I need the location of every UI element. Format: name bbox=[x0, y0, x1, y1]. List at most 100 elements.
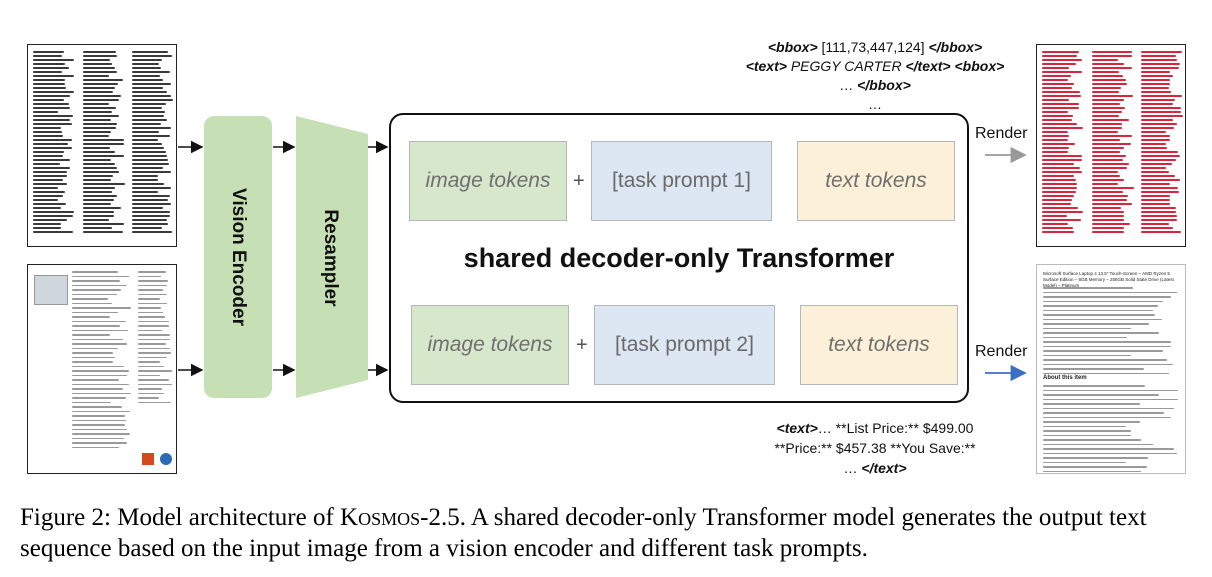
text-line bbox=[1141, 91, 1171, 93]
text-line bbox=[83, 99, 120, 101]
text-line bbox=[1092, 207, 1122, 209]
text-line bbox=[33, 95, 70, 97]
text-line bbox=[138, 383, 172, 385]
text-line bbox=[1141, 211, 1176, 213]
text-line bbox=[132, 67, 161, 69]
text-line bbox=[33, 119, 71, 121]
text-line bbox=[1141, 111, 1181, 113]
text-line bbox=[33, 231, 73, 233]
text-line bbox=[1141, 147, 1168, 149]
image-tokens-2: image tokens bbox=[411, 305, 569, 385]
text-line bbox=[132, 95, 172, 97]
text-line bbox=[1042, 51, 1080, 53]
text-line bbox=[72, 370, 129, 372]
rendered-heading: About this item bbox=[1043, 375, 1087, 381]
figure-caption: Figure 2: Model architecture of Kosmos-2… bbox=[20, 504, 1147, 562]
text-line bbox=[138, 347, 170, 349]
text-line bbox=[1092, 219, 1124, 221]
text-line bbox=[1043, 300, 1164, 302]
text-line bbox=[1092, 119, 1129, 121]
text-line bbox=[1092, 103, 1121, 105]
text-line bbox=[132, 147, 165, 149]
text-line bbox=[1042, 179, 1076, 181]
text-line bbox=[33, 75, 75, 77]
text-line bbox=[1092, 83, 1128, 85]
text-line bbox=[1141, 179, 1181, 181]
text-line bbox=[132, 111, 165, 113]
text-line bbox=[72, 302, 112, 304]
text-line bbox=[132, 227, 163, 229]
text-line bbox=[33, 115, 73, 117]
text-line bbox=[1092, 51, 1132, 53]
text-line bbox=[33, 219, 68, 221]
text-line bbox=[33, 83, 65, 85]
text-line bbox=[1092, 143, 1132, 145]
text-line bbox=[1092, 59, 1119, 61]
text-line bbox=[1092, 155, 1127, 157]
text-line bbox=[1092, 203, 1133, 205]
text-line bbox=[1092, 227, 1124, 229]
text-line bbox=[1141, 143, 1167, 145]
text-line bbox=[72, 316, 111, 318]
text-line bbox=[132, 167, 164, 169]
text-line bbox=[1042, 211, 1084, 213]
output-annotation-top: <bbox> [111,73,447,124] </bbox> <text> P… bbox=[745, 39, 1005, 112]
text-line bbox=[132, 179, 159, 181]
text-line bbox=[33, 191, 65, 193]
text-line bbox=[1043, 305, 1158, 307]
text-line bbox=[1043, 457, 1148, 459]
text-line bbox=[138, 302, 167, 304]
text-line bbox=[1092, 191, 1124, 193]
text-line bbox=[1043, 425, 1126, 427]
text-line bbox=[33, 203, 66, 205]
text-line bbox=[1141, 203, 1171, 205]
text-line bbox=[83, 151, 116, 153]
text-line bbox=[1092, 215, 1125, 217]
text-line bbox=[132, 183, 164, 185]
text-line bbox=[83, 83, 118, 85]
text-line bbox=[1043, 327, 1132, 329]
text-line bbox=[1043, 421, 1140, 423]
text-line bbox=[132, 59, 162, 61]
text-line bbox=[132, 203, 172, 205]
text-line bbox=[1092, 199, 1127, 201]
text-line bbox=[33, 151, 64, 153]
text-line bbox=[1042, 155, 1083, 157]
text-line bbox=[1092, 151, 1121, 153]
text-line bbox=[72, 424, 126, 426]
text-line bbox=[83, 91, 113, 93]
text-line bbox=[1042, 87, 1073, 89]
text-line bbox=[1042, 59, 1082, 61]
text-line bbox=[83, 87, 115, 89]
text-line bbox=[1141, 135, 1170, 137]
text-line bbox=[1043, 345, 1172, 347]
plus-sign-2: + bbox=[576, 334, 588, 356]
text-line bbox=[1042, 175, 1074, 177]
text-line bbox=[1043, 372, 1169, 374]
text-line bbox=[138, 325, 170, 327]
text-line bbox=[72, 392, 131, 394]
text-line bbox=[33, 79, 66, 81]
text-line bbox=[83, 203, 111, 205]
text-line bbox=[1043, 403, 1140, 405]
text-line bbox=[138, 334, 171, 336]
text-line bbox=[1092, 79, 1126, 81]
text-line bbox=[72, 374, 127, 376]
text-line bbox=[132, 75, 161, 77]
text-line bbox=[1092, 87, 1121, 89]
text-line bbox=[1092, 131, 1118, 133]
text-line bbox=[132, 119, 167, 121]
text-line bbox=[132, 187, 172, 189]
text-line bbox=[1042, 95, 1082, 97]
text-line bbox=[1092, 123, 1123, 125]
text-line bbox=[83, 167, 118, 169]
text-line bbox=[83, 127, 117, 129]
text-line bbox=[1043, 350, 1164, 352]
text-line bbox=[1141, 231, 1181, 233]
text-line bbox=[83, 71, 117, 73]
text-line bbox=[132, 127, 171, 129]
text-line bbox=[132, 151, 167, 153]
text-line bbox=[33, 103, 69, 105]
text-line bbox=[138, 401, 172, 403]
task-prompt-2: [task prompt 2] bbox=[594, 305, 775, 385]
